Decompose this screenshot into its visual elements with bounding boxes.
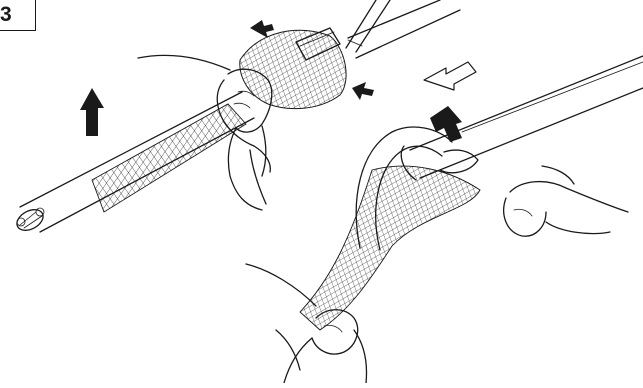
- small-arrow-right-down: [352, 82, 374, 100]
- hollow-arrow: [424, 62, 476, 90]
- step-number: 3: [0, 3, 12, 27]
- up-arrow-left: [80, 88, 104, 136]
- step-number-box: 3: [0, 0, 36, 31]
- right-hand: [504, 166, 628, 236]
